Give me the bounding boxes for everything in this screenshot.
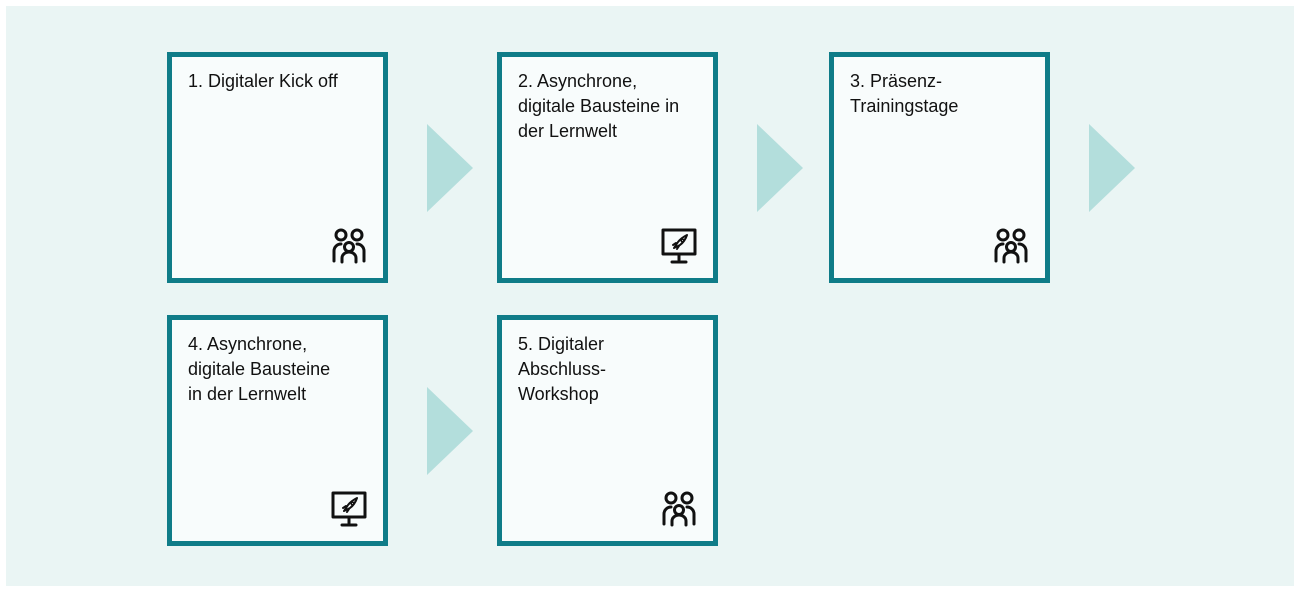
step-label-5: 5. Digitaler Abschluss- Workshop	[518, 334, 607, 404]
step-label-1: 1. Digitaler Kick off	[188, 71, 338, 91]
monitor-rocket-icon	[659, 226, 699, 266]
step-label-4: 4. Asynchrone, digitale Bausteine in der…	[188, 334, 331, 404]
people-icon	[659, 489, 699, 529]
diagram-canvas: 1. Digitaler Kick off 2. Asynchrone, dig…	[6, 6, 1294, 586]
flow-arrow-3	[1089, 124, 1135, 212]
monitor-rocket-icon	[329, 489, 369, 529]
step-label-2: 2. Asynchrone, digitale Bausteine in der…	[518, 71, 680, 141]
step-label-3: 3. Präsenz- Trainingstage	[850, 71, 959, 116]
step-card-5: 5. Digitaler Abschluss- Workshop	[497, 315, 718, 546]
people-icon	[991, 226, 1031, 266]
step-card-2: 2. Asynchrone, digitale Bausteine in der…	[497, 52, 718, 283]
step-card-3: 3. Präsenz- Trainingstage	[829, 52, 1050, 283]
step-card-1: 1. Digitaler Kick off	[167, 52, 388, 283]
flow-arrow-2	[757, 124, 803, 212]
flow-arrow-1	[427, 124, 473, 212]
flow-arrow-4	[427, 387, 473, 475]
step-card-4: 4. Asynchrone, digitale Bausteine in der…	[167, 315, 388, 546]
people-icon	[329, 226, 369, 266]
